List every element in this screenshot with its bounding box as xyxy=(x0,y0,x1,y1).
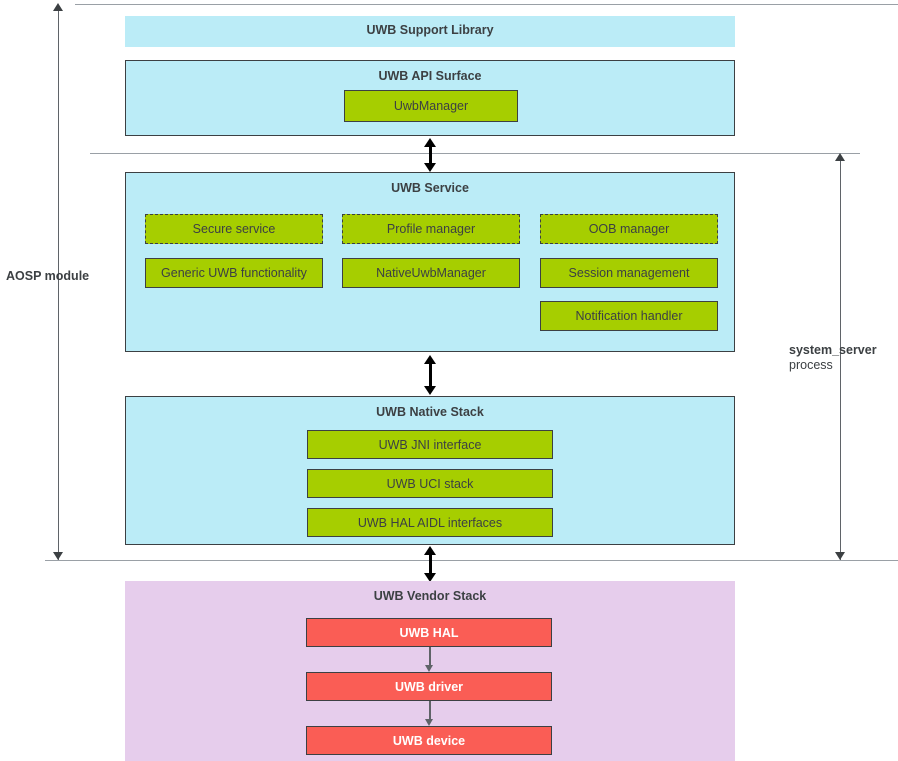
box-uwb-hal[interactable]: UWB HAL xyxy=(306,618,552,647)
aosp-module-arrow-down xyxy=(53,552,63,560)
box-uwb-jni-interface[interactable]: UWB JNI interface xyxy=(307,430,553,459)
arrow-head-down-icon xyxy=(425,665,433,672)
section-title-vendor-stack: UWB Vendor Stack xyxy=(373,589,487,603)
aosp-module-bracket-line xyxy=(58,10,59,560)
section-uwb-api-surface: UWB API Surface UwbManager xyxy=(125,60,735,136)
arrow-shaft xyxy=(429,360,432,390)
separator-top xyxy=(75,4,898,5)
box-uwb-uci-stack[interactable]: UWB UCI stack xyxy=(307,469,553,498)
box-secure-service[interactable]: Secure service xyxy=(145,214,323,244)
arrow-shaft xyxy=(429,647,431,666)
system-server-label-regular: process xyxy=(789,358,833,372)
box-generic-uwb-functionality[interactable]: Generic UWB functionality xyxy=(145,258,323,288)
section-uwb-support-library: UWB Support Library xyxy=(125,16,735,47)
arrow-head-down-icon xyxy=(424,386,436,395)
box-uwb-manager[interactable]: UwbManager xyxy=(344,90,518,122)
box-uwb-device[interactable]: UWB device xyxy=(306,726,552,755)
separator-api-service xyxy=(90,153,860,154)
system-server-bracket-line xyxy=(840,160,841,560)
arrow-hal-to-driver xyxy=(425,647,434,672)
system-server-arrow-up xyxy=(835,153,845,161)
arrow-head-down-icon xyxy=(425,719,433,726)
section-title-uwb-service: UWB Service xyxy=(391,181,469,195)
system-server-label: system_server process xyxy=(789,343,877,373)
arrow-api-to-service xyxy=(422,138,438,172)
arrow-service-to-native xyxy=(422,355,438,395)
arrow-shaft xyxy=(429,551,432,577)
arrow-shaft xyxy=(429,143,432,167)
aosp-module-arrow-up xyxy=(53,3,63,11)
box-session-management[interactable]: Session management xyxy=(540,258,718,288)
arrow-shaft xyxy=(429,701,431,720)
arrow-native-to-vendor xyxy=(422,546,438,582)
section-title-api-surface: UWB API Surface xyxy=(378,69,482,83)
separator-native-vendor xyxy=(45,560,898,561)
arrow-head-up-icon xyxy=(424,138,436,147)
box-notification-handler[interactable]: Notification handler xyxy=(540,301,718,331)
section-uwb-native-stack: UWB Native Stack UWB JNI interface UWB U… xyxy=(125,396,735,545)
arrow-head-down-icon xyxy=(424,163,436,172)
section-uwb-vendor-stack: UWB Vendor Stack UWB HAL UWB driver UWB … xyxy=(125,581,735,761)
box-oob-manager[interactable]: OOB manager xyxy=(540,214,718,244)
arrow-head-down-icon xyxy=(424,573,436,582)
box-native-uwb-manager[interactable]: NativeUwbManager xyxy=(342,258,520,288)
aosp-module-label: AOSP module xyxy=(6,269,90,283)
section-title-native-stack: UWB Native Stack xyxy=(376,405,484,419)
arrow-head-up-icon xyxy=(424,355,436,364)
system-server-arrow-down xyxy=(835,552,845,560)
arrow-driver-to-device xyxy=(425,701,434,726)
box-uwb-hal-aidl-interfaces[interactable]: UWB HAL AIDL interfaces xyxy=(307,508,553,537)
arrow-head-up-icon xyxy=(424,546,436,555)
box-profile-manager[interactable]: Profile manager xyxy=(342,214,520,244)
section-title-support-library: UWB Support Library xyxy=(366,23,494,37)
section-uwb-service: UWB Service Secure service Generic UWB f… xyxy=(125,172,735,352)
box-uwb-driver[interactable]: UWB driver xyxy=(306,672,552,701)
system-server-label-bold: system_server xyxy=(789,343,877,357)
